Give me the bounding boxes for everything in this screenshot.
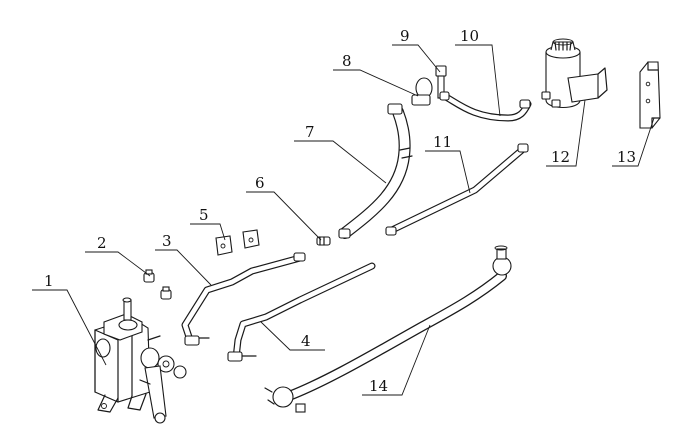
callout-leaders	[32, 44, 655, 396]
callout-label-9: 9	[400, 27, 410, 45]
callout-label-7: 7	[305, 123, 315, 141]
part-pressure-pipe	[181, 252, 306, 346]
callout-labels: 1 2 3 4 5 6 7 8 9 10 11 12 13 14	[44, 27, 636, 395]
part-oil-reservoir	[541, 38, 608, 109]
part-return-pipe	[227, 262, 376, 362]
callout-label-6: 6	[255, 174, 265, 192]
callout-label-14: 14	[369, 377, 388, 395]
part-pipe-clamps	[215, 229, 260, 256]
part-banjo-fitting	[411, 77, 433, 106]
callout-label-1: 1	[44, 272, 54, 290]
part-tie-rod	[264, 245, 512, 413]
part-mounting-bracket	[639, 61, 661, 129]
part-return-hose	[385, 143, 529, 236]
callout-label-2: 2	[97, 234, 107, 252]
part-high-pressure-hose	[338, 103, 413, 239]
part-suction-hose	[439, 91, 532, 122]
callout-label-4: 4	[301, 332, 311, 350]
part-steering-gear	[94, 297, 187, 424]
part-union-fittings	[143, 269, 172, 300]
callout-label-8: 8	[342, 52, 352, 70]
callout-label-12: 12	[551, 148, 570, 166]
callout-label-11: 11	[433, 133, 452, 151]
callout-label-10: 10	[460, 27, 479, 45]
callout-label-3: 3	[162, 232, 172, 250]
callout-label-13: 13	[617, 148, 636, 166]
callout-label-5: 5	[199, 206, 209, 224]
